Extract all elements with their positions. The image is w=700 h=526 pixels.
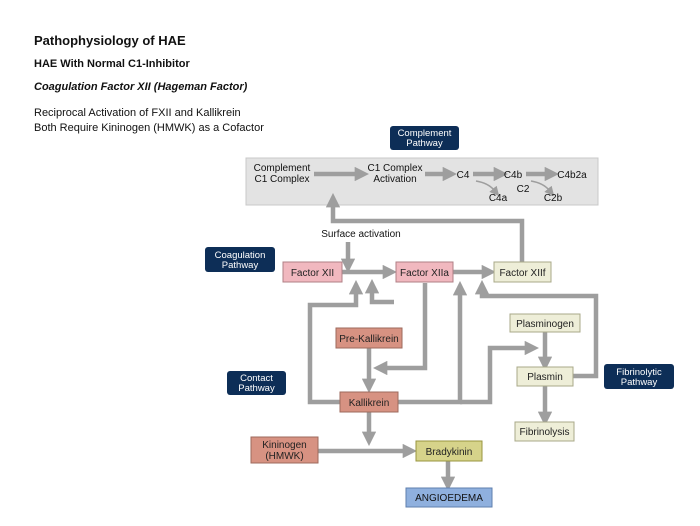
c4-label: C4 [457, 170, 470, 181]
pre-kallikrein-node: Pre-Kallikrein [335, 327, 403, 349]
arrow-kallikrein-to-xiia-right [398, 280, 468, 405]
arrow-plasmin-to-xiif [474, 279, 599, 379]
svg-text:Kininogen(HMWK): Kininogen(HMWK) [262, 440, 306, 462]
kallikrein-node: Kallikrein [339, 391, 399, 413]
angioedema-node: ANGIOEDEMA [405, 487, 493, 508]
svg-text:Factor XIIa: Factor XIIa [400, 268, 449, 279]
complement-panel [245, 157, 599, 206]
svg-text:Factor XII: Factor XII [291, 268, 334, 279]
plasminogen-node: Plasminogen [509, 313, 581, 333]
svg-text:Kallikrein: Kallikrein [349, 398, 390, 409]
surface-activation-label: Surface activation [321, 229, 401, 240]
factor-heading: Coagulation Factor XII (Hageman Factor) [34, 81, 248, 93]
svg-text:Pre-Kallikrein: Pre-Kallikrein [339, 334, 398, 345]
arrow-c4a-cleavage [475, 180, 500, 197]
factor-xiia-node: Factor XIIa [395, 261, 454, 283]
arrow-c2b-cleavage [530, 180, 555, 197]
c4a-label: C4a [489, 193, 508, 204]
fibrinolysis-node: Fibrinolysis [514, 421, 575, 442]
arrows [307, 166, 599, 492]
c4b2a-label: C4b2a [557, 170, 587, 181]
page-subtitle: HAE With Normal C1-Inhibitor [34, 58, 190, 70]
cleavage-arrows [475, 180, 555, 197]
description-line-1: Reciprocal Activation of FXII and Kallik… [34, 107, 241, 119]
arrow-xiif-to-complement [325, 192, 525, 262]
arrow-kallikrein-to-plasmin [460, 340, 540, 405]
svg-text:Factor XIIf: Factor XIIf [499, 268, 545, 279]
c4b-label: C4b [504, 170, 523, 181]
svg-text:ANGIOEDEMA: ANGIOEDEMA [415, 493, 483, 504]
svg-text:Bradykinin: Bradykinin [426, 447, 473, 458]
c2b-label: C2b [544, 193, 563, 204]
arrow-xiia-to-kallikrein [372, 283, 428, 376]
c2-label: C2 [517, 184, 530, 195]
svg-text:Plasmin: Plasmin [527, 372, 563, 383]
arrow-kallikrein-loop-left [307, 279, 364, 405]
svg-text:Plasminogen: Plasminogen [516, 319, 574, 330]
description-line-2: Both Require Kininogen (HMWK) as a Cofac… [34, 122, 264, 134]
page-title: Pathophysiology of HAE [34, 33, 186, 48]
plasmin-node: Plasmin [516, 366, 574, 387]
kininogen-node: Kininogen(HMWK) [250, 436, 319, 464]
factor-xii-node: Factor XII [282, 261, 343, 283]
bradykinin-node: Bradykinin [415, 440, 483, 462]
svg-text:Fibrinolysis: Fibrinolysis [519, 427, 569, 438]
factor-xiif-node: Factor XIIf [493, 261, 552, 283]
arrow-kallikrein-loop-inner [364, 278, 394, 305]
